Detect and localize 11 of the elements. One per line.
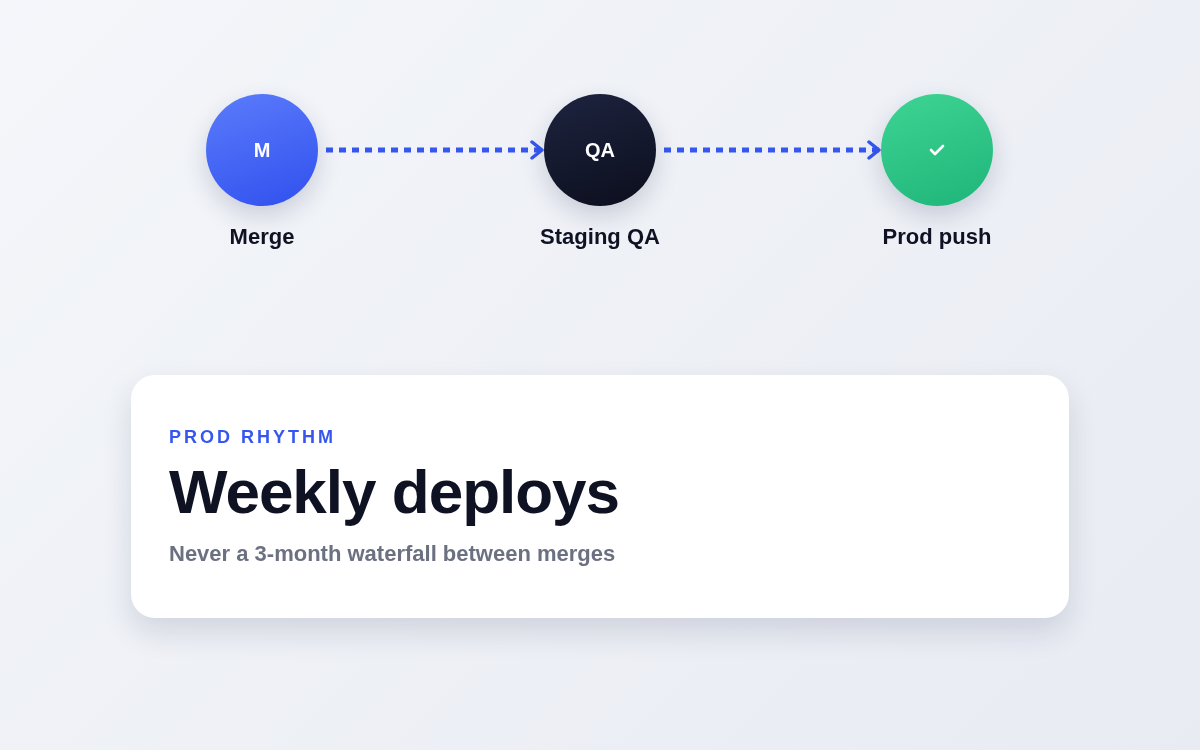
node-caption: Prod push <box>882 224 992 250</box>
node-caption: Merge <box>229 224 295 250</box>
node-text: QA <box>585 138 615 162</box>
arrow <box>326 140 544 160</box>
section-kicker: PROD RHYTHM <box>169 427 336 448</box>
card <box>131 375 1069 618</box>
card-heading: Weekly deploys <box>169 456 620 527</box>
node-caption: Staging QA <box>540 224 660 250</box>
arrow <box>664 140 881 160</box>
node-text: M <box>253 138 271 162</box>
card-subtitle: Never a 3-month waterfall between merges <box>169 541 616 567</box>
